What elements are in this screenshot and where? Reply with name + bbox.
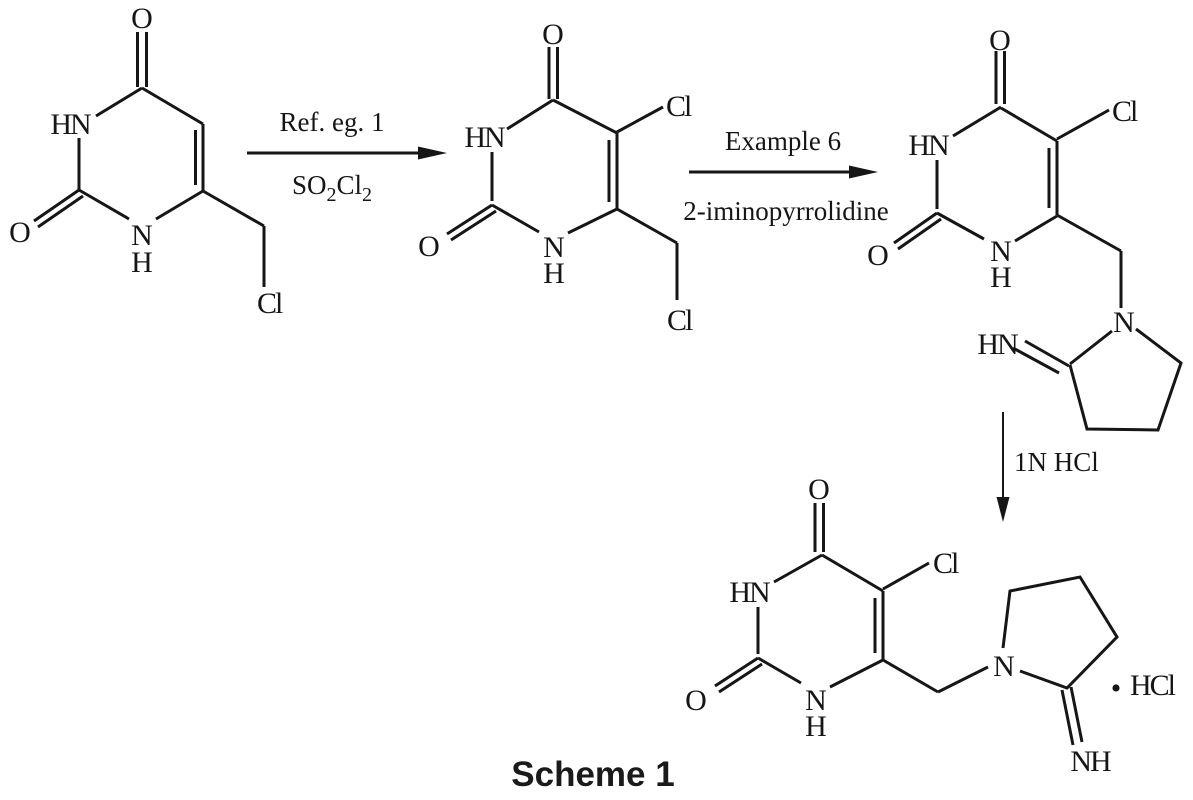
atom-imide-hn: HN [729, 576, 770, 609]
atom-ring-n: N [131, 219, 153, 252]
atom-chlorine-ring: Cl [1112, 95, 1138, 128]
arrow-head [996, 497, 1010, 522]
atom-chlorine-chain: Cl [667, 304, 693, 337]
reagent-sub2b: 2 [362, 184, 372, 206]
atom-oxygen-top: O [989, 24, 1011, 57]
atom-chlorine-chain: Cl [257, 287, 283, 320]
atom-oxygen-left: O [867, 239, 889, 272]
reaction-arrow-step3: 1N HCl [996, 412, 1099, 522]
reaction-arrow-step2: Example 6 2-iminopyrrolidine [683, 126, 888, 226]
step1-reagent-label: SO2Cl2 [292, 170, 372, 206]
compound-2: O HN O N H Cl Cl [418, 18, 695, 337]
atom-oxygen-top: O [131, 2, 153, 35]
atom-ring-n: N [805, 684, 827, 717]
compound-4-bonds [714, 503, 1119, 746]
reaction-arrow-step1: Ref. eg. 1 SO2Cl2 [247, 107, 447, 206]
atom-ring-nh-h: H [131, 246, 153, 279]
atom-ring-nh-h: H [543, 257, 565, 290]
compound-3-bonds [893, 51, 1183, 432]
atom-oxygen-left: O [418, 230, 440, 263]
atom-imino-hn: HN [977, 328, 1018, 361]
step1-reference-label: Ref. eg. 1 [280, 107, 385, 137]
atom-imide-hn: HN [908, 129, 949, 162]
atom-ring-n: N [543, 231, 565, 264]
atom-oxygen-left: O [685, 684, 707, 717]
arrow-head [418, 146, 447, 160]
reagent-so: SO [292, 170, 327, 200]
reagent-cl: Cl [337, 170, 363, 200]
atom-chlorine-ring: Cl [933, 547, 959, 580]
salt-dot: • [1111, 672, 1122, 705]
reagent-sub2a: 2 [327, 184, 337, 206]
compound-1: O HN O N H Cl [9, 2, 285, 320]
atom-imide-hn: HN [464, 121, 505, 154]
atom-ring-n: N [990, 235, 1012, 268]
atom-oxygen-top: O [808, 473, 830, 506]
atom-pyrrolidine-n: N [1113, 306, 1135, 339]
compound-2-bonds [446, 47, 679, 300]
atom-pyrrolidine-n: N [993, 650, 1015, 683]
atom-ring-nh-h: H [805, 710, 827, 743]
atom-chlorine-ring: Cl [666, 90, 692, 123]
compound-4: O HN O N H Cl N NH • HCl [685, 473, 1178, 778]
atom-imide-hn: HN [50, 108, 91, 141]
arrow-head [849, 165, 878, 179]
compound-1-bonds [33, 32, 266, 287]
atom-oxygen-top: O [542, 18, 564, 51]
scheme-caption: Scheme 1 [511, 755, 674, 794]
atom-oxygen-left: O [9, 216, 31, 249]
atom-imino-nh: NH [1070, 745, 1111, 778]
salt-formula: HCl [1130, 669, 1176, 702]
atom-ring-nh-h: H [990, 261, 1012, 294]
step2-reagent-label: 2-iminopyrrolidine [683, 196, 888, 226]
step3-reagent-label: 1N HCl [1014, 447, 1099, 477]
compound-3: O HN O N H Cl N HN [867, 24, 1183, 432]
step2-example-label: Example 6 [725, 126, 841, 156]
